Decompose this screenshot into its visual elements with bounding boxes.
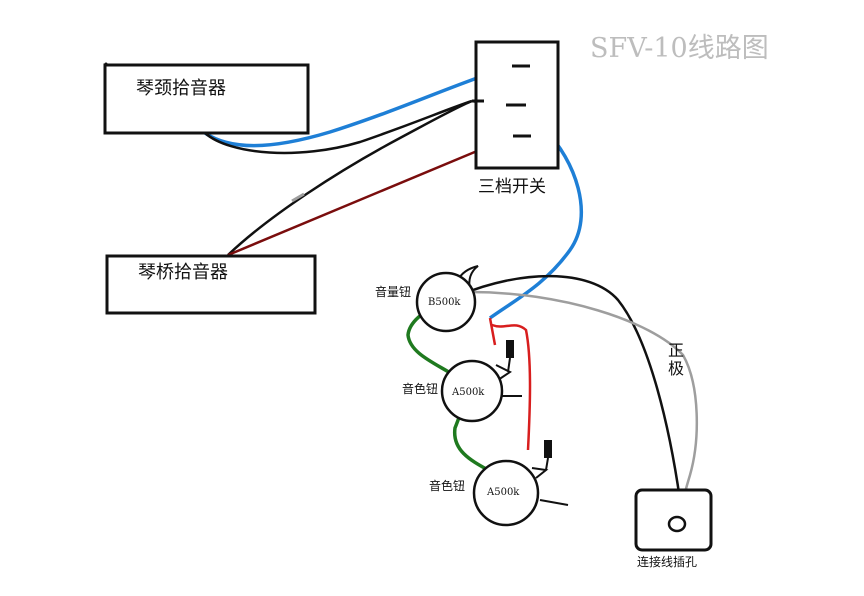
wire-neck-to-switch-blue [204,64,513,148]
positive-label-2: 极 [668,359,684,378]
tone-pot-1-label: 音色钮 [402,381,438,396]
volume-pot-hook [457,265,479,291]
tone-pot-2-value: A500k [486,487,520,498]
bridge-pickup-label: 琴桥拾音器 [138,262,228,283]
tone-pot-1-value: A500k [451,387,485,398]
tone-pot-2 [472,459,540,527]
volume-pot-label: 音量钮 [375,284,411,299]
wire-switch-to-volume-blue [488,128,584,320]
volume-pot [415,271,477,333]
neck-pickup-label: 琴颈拾音器 [136,78,226,99]
bridge-pickup-box [105,254,317,315]
tone1-capacitor-lead [495,357,512,381]
tone2-lug [539,499,569,506]
tone1-capacitor [506,340,514,358]
wire-volume-to-jack-black [459,274,682,501]
neck-pickup-box [103,63,310,135]
volume-pot-value: B500k [428,297,461,308]
tone-pot-1 [440,359,504,423]
diagram-title: SFV-10线路图 [590,33,769,64]
wire-volume-to-tone-red [488,317,532,451]
tone2-capacitor [544,440,552,458]
switch-label: 三档开关 [478,177,546,197]
wire-bridge-to-switch-darkred [227,134,514,257]
output-jack-label: 连接线插孔 [637,554,697,569]
wire-neck-to-switch-black [204,99,473,155]
output-jack-hole [667,515,687,533]
wire-gray-accent [291,192,305,203]
tone2-capacitor-lead [531,457,549,479]
neck-pickup-corner-dot [104,62,108,66]
positive-label-1: 正 [668,341,684,360]
tone-pot-2-label: 音色钮 [429,478,465,493]
wire-bridge-to-switch-black [227,99,473,256]
